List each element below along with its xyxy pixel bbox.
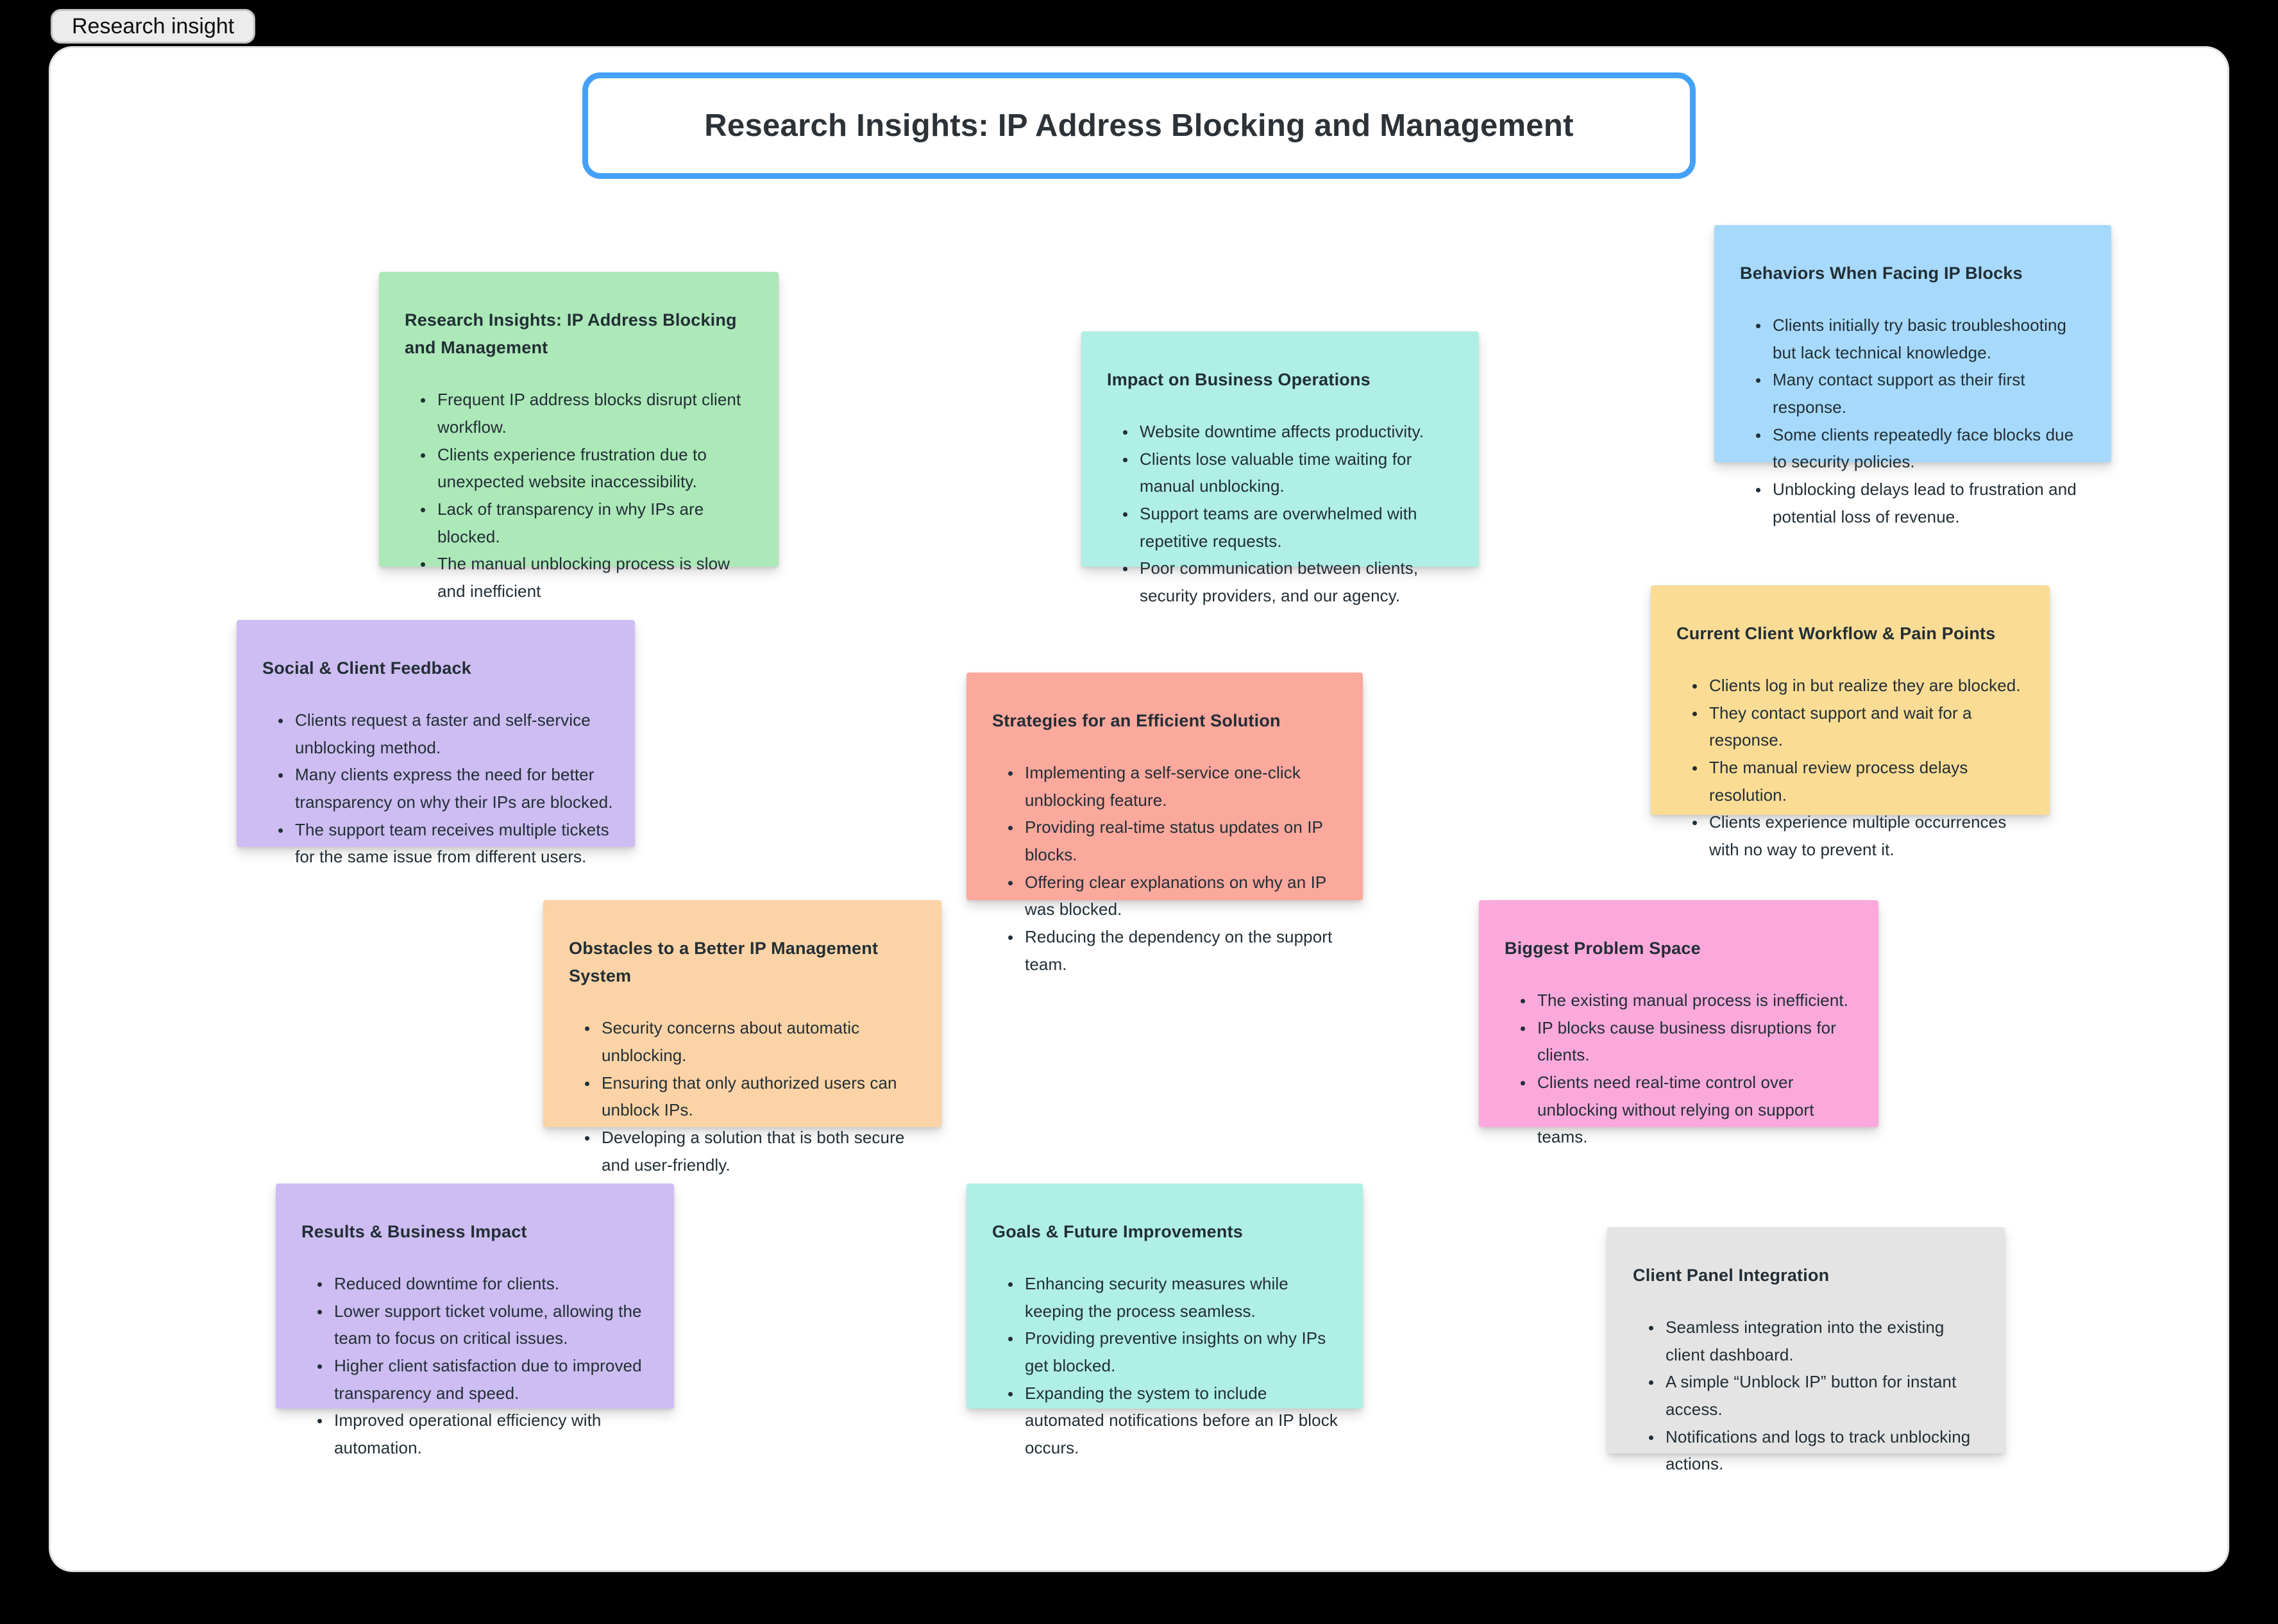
note-title: Client Panel Integration (1633, 1266, 1830, 1285)
bullet-item: Providing preventive insights on why IPs… (1022, 1325, 1342, 1379)
note-title: Research Insights: IP Address Blocking a… (405, 310, 737, 358)
note-bullet-list: Enhancing security measures while keepin… (992, 1270, 1342, 1461)
note-bullet-list: Website downtime affects productivity.Cl… (1107, 418, 1458, 609)
bullet-item: Seamless integration into the existing c… (1662, 1314, 1984, 1368)
bullet-item: Poor communication between clients, secu… (1136, 555, 1458, 609)
bullet-item: Clients lose valuable time waiting for m… (1136, 446, 1458, 500)
note-title: Obstacles to a Better IP Management Syst… (569, 939, 879, 986)
note-title: Behaviors When Facing IP Blocks (1740, 264, 2023, 283)
bullet-item: Support teams are overwhelmed with repet… (1136, 500, 1458, 555)
sticky-note-impact-business-operations[interactable]: Impact on Business Operations Website do… (1081, 331, 1479, 605)
bullet-item: Developing a solution that is both secur… (598, 1124, 921, 1178)
note-title: Results & Business Impact (301, 1222, 527, 1241)
board-tab-label: Research insight (72, 13, 235, 38)
bullet-item: Implementing a self-service one-click un… (1022, 759, 1342, 814)
bullet-item: Clients experience frustration due to un… (434, 441, 758, 496)
sticky-note-current-client-workflow[interactable]: Current Client Workflow & Pain Points Cl… (1651, 585, 2050, 859)
bullet-item: Improved operational efficiency with aut… (331, 1407, 654, 1461)
note-bullet-list: Clients initially try basic troubleshoot… (1740, 312, 2091, 530)
bullet-item: The manual review process delays resolut… (1706, 754, 2029, 808)
sticky-note-strategies-efficient-solution[interactable]: Strategies for an Efficient Solution Imp… (966, 673, 1363, 974)
board-title-text: Research Insights: IP Address Blocking a… (704, 108, 1574, 143)
bullet-item: Higher client satisfaction due to improv… (331, 1352, 654, 1407)
note-bullet-list: Implementing a self-service one-click un… (992, 759, 1342, 978)
bullet-item: Lack of transparency in why IPs are bloc… (434, 496, 758, 550)
note-bullet-list: Frequent IP address blocks disrupt clien… (405, 386, 758, 605)
bullet-item: Clients experience multiple occurrences … (1706, 808, 2029, 863)
bullet-item: Unblocking delays lead to frustration an… (1769, 476, 2091, 530)
board-tab[interactable]: Research insight (51, 9, 256, 44)
bullet-item: Offering clear explanations on why an IP… (1022, 869, 1342, 923)
note-title: Current Client Workflow & Pain Points (1676, 624, 1996, 643)
note-bullet-list: Seamless integration into the existing c… (1633, 1314, 1984, 1478)
bullet-item: Website downtime affects productivity. (1136, 418, 1458, 446)
bullet-item: Reducing the dependency on the support t… (1022, 923, 1342, 978)
note-title: Impact on Business Operations (1107, 370, 1371, 389)
sticky-note-social-client-feedback[interactable]: Social & Client Feedback Clients request… (237, 620, 635, 866)
note-bullet-list: The existing manual process is inefficie… (1505, 987, 1858, 1151)
sticky-note-goals-future-improvements[interactable]: Goals & Future Improvements Enhancing se… (966, 1184, 1363, 1457)
sticky-note-results-business-impact[interactable]: Results & Business Impact Reduced downti… (276, 1184, 674, 1457)
whiteboard-canvas[interactable]: Research Insights: IP Address Blocking a… (51, 48, 2227, 1570)
sticky-note-research-insights[interactable]: Research Insights: IP Address Blocking a… (379, 272, 779, 601)
note-bullet-list: Security concerns about automatic unbloc… (569, 1014, 921, 1178)
bullet-item: The support team receives multiple ticke… (292, 816, 614, 871)
bullet-item: They contact support and wait for a resp… (1706, 699, 2029, 754)
sticky-note-biggest-problem-space[interactable]: Biggest Problem Space The existing manua… (1479, 900, 1878, 1146)
bullet-item: Clients initially try basic troubleshoot… (1769, 312, 2091, 366)
bullet-item: Frequent IP address blocks disrupt clien… (434, 386, 758, 440)
note-title: Social & Client Feedback (262, 658, 471, 678)
note-title: Strategies for an Efficient Solution (992, 711, 1281, 730)
bullet-item: Lower support ticket volume, allowing th… (331, 1298, 654, 1352)
note-title: Goals & Future Improvements (992, 1222, 1243, 1241)
bullet-item: Security concerns about automatic unbloc… (598, 1014, 921, 1069)
bullet-item: Reduced downtime for clients. (331, 1270, 654, 1298)
bullet-item: Providing real-time status updates on IP… (1022, 814, 1342, 868)
bullet-item: IP blocks cause business disruptions for… (1534, 1014, 1858, 1069)
bullet-item: Many contact support as their first resp… (1769, 366, 2091, 421)
bullet-item: Clients request a faster and self-servic… (292, 707, 614, 761)
sticky-note-obstacles-ip-management[interactable]: Obstacles to a Better IP Management Syst… (543, 900, 941, 1175)
bullet-item: Ensuring that only authorized users can … (598, 1069, 921, 1124)
note-bullet-list: Clients request a faster and self-servic… (262, 707, 614, 871)
bullet-item: Some clients repeatedly face blocks due … (1769, 421, 2091, 476)
bullet-item: Clients log in but realize they are bloc… (1706, 672, 2029, 699)
note-bullet-list: Clients log in but realize they are bloc… (1676, 672, 2029, 863)
bullet-item: The manual unblocking process is slow an… (434, 550, 758, 605)
note-title: Biggest Problem Space (1505, 939, 1701, 958)
bullet-item: Many clients express the need for better… (292, 761, 614, 816)
note-bullet-list: Reduced downtime for clients.Lower suppo… (301, 1270, 654, 1461)
sticky-note-client-panel-integration[interactable]: Client Panel Integration Seamless integr… (1607, 1227, 2005, 1473)
bullet-item: The existing manual process is inefficie… (1534, 987, 1858, 1014)
bullet-item: Enhancing security measures while keepin… (1022, 1270, 1342, 1325)
sticky-note-behaviors-ip-blocks[interactable]: Behaviors When Facing IP Blocks Clients … (1714, 225, 2111, 526)
bullet-item: Expanding the system to include automate… (1022, 1380, 1342, 1462)
bullet-item: Notifications and logs to track unblocki… (1662, 1423, 1984, 1478)
bullet-item: Clients need real-time control over unbl… (1534, 1069, 1858, 1151)
board-title-box[interactable]: Research Insights: IP Address Blocking a… (582, 72, 1696, 179)
bullet-item: A simple “Unblock IP” button for instant… (1662, 1368, 1984, 1423)
